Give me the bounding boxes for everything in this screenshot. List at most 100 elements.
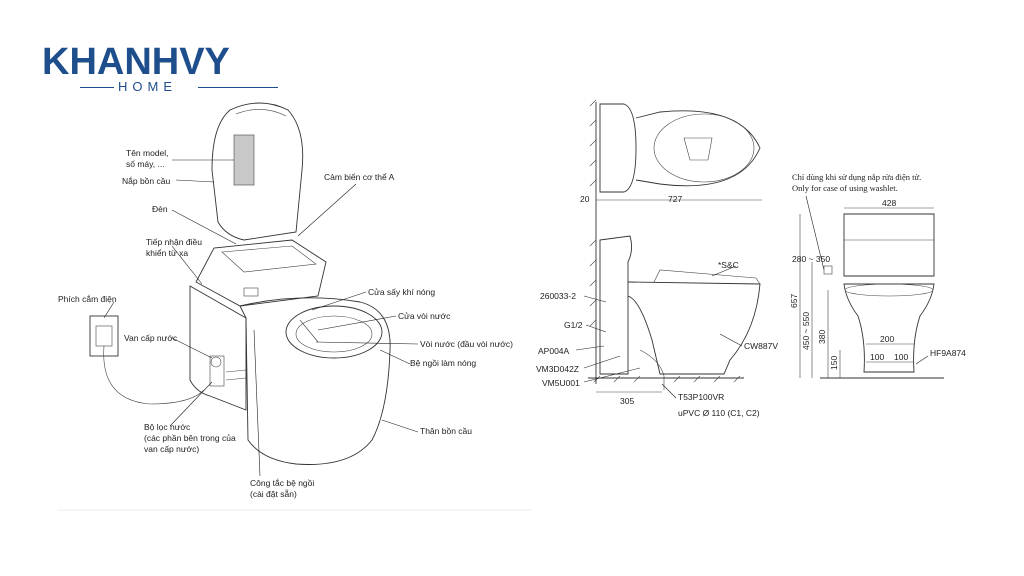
leader-heated-seat bbox=[379, 349, 411, 365]
control-unit-top bbox=[195, 239, 327, 307]
label-filter-3: van cấp nước) bbox=[144, 444, 199, 454]
top-view-seat bbox=[653, 113, 755, 183]
display-window bbox=[243, 287, 259, 297]
leader-t53p100vr bbox=[661, 383, 677, 399]
side-view-seat bbox=[653, 269, 761, 285]
dim-100a: 100 bbox=[870, 352, 884, 362]
front-view: Chỉ dùng khi sử dụng nắp rửa điện tử. On… bbox=[789, 172, 966, 379]
leader-sc bbox=[711, 265, 737, 277]
dim-305: 305 bbox=[620, 396, 634, 406]
front-socket bbox=[823, 265, 833, 275]
water-valve bbox=[209, 355, 225, 387]
seat-opening bbox=[295, 315, 373, 353]
toilet-illustration: Tên model, số máy, ... Nắp bồn cầu Đèn T… bbox=[58, 102, 532, 511]
model-plate bbox=[233, 134, 255, 186]
leader-remote bbox=[171, 245, 203, 285]
label-remote-2: khiển từ xa bbox=[146, 248, 188, 258]
leader-g12 bbox=[585, 324, 607, 333]
note-vi: Chỉ dùng khi sử dụng nắp rửa điện tử. bbox=[792, 172, 921, 182]
front-tank bbox=[843, 213, 935, 277]
label-model-1: Tên model, bbox=[126, 148, 169, 158]
leader-valve bbox=[171, 337, 213, 359]
leader-filter bbox=[169, 381, 213, 427]
control-unit-panel bbox=[221, 245, 317, 273]
label-light: Đèn bbox=[152, 204, 168, 214]
label-vm5u001: VM5U001 bbox=[542, 378, 580, 388]
dim-727: 727 bbox=[668, 194, 682, 204]
top-view-drain bbox=[683, 137, 713, 161]
leader-ap004a bbox=[575, 345, 605, 351]
logo-sub: HOME bbox=[118, 79, 177, 94]
khanhvy-logo: KHANHVY HOME bbox=[40, 40, 280, 96]
label-nozzle-door: Cửa vòi nước bbox=[398, 311, 451, 321]
power-cable bbox=[103, 345, 205, 405]
label-hf9a874: HF9A874 bbox=[930, 348, 966, 358]
logo-brand: KHANHVY bbox=[42, 41, 230, 83]
supply-pipe bbox=[225, 369, 247, 381]
leader-sensor bbox=[297, 183, 357, 237]
lid-shape bbox=[211, 102, 304, 241]
top-view-bowl bbox=[635, 110, 761, 187]
logo-line-left bbox=[80, 87, 114, 88]
leader-lid bbox=[175, 179, 215, 183]
floor-hatch bbox=[593, 375, 741, 383]
leader-dryer bbox=[311, 291, 367, 311]
label-seat-switch-1: Công tắc bệ ngồi bbox=[250, 478, 314, 488]
side-view-bowl bbox=[627, 281, 761, 375]
dim-100b: 100 bbox=[894, 352, 908, 362]
lid-inner-edge bbox=[235, 109, 287, 117]
side-view-tank bbox=[599, 235, 633, 375]
top-view-tank bbox=[599, 103, 637, 193]
label-model-2: số máy, ... bbox=[126, 159, 165, 169]
dim-428: 428 bbox=[882, 198, 896, 208]
leader-cw887v bbox=[719, 333, 743, 347]
label-t53p100vr: T53P100VR bbox=[678, 392, 724, 402]
dim-150: 150 bbox=[829, 356, 839, 370]
leader-hf9a874 bbox=[915, 355, 929, 365]
technical-views: 20 727 305 *S&C 260033-2 G1/2 AP004A VM3… bbox=[536, 99, 778, 418]
label-heated-seat: Bệ ngồi làm nóng bbox=[410, 358, 476, 368]
label-filter-2: (các phần bên trong của bbox=[144, 433, 236, 443]
dim-200: 200 bbox=[880, 334, 894, 344]
label-cw887v: CW887V bbox=[744, 341, 778, 351]
logo-line-right bbox=[198, 87, 278, 88]
leader-note bbox=[805, 195, 825, 271]
leader-body bbox=[381, 419, 419, 433]
front-bowl bbox=[843, 283, 935, 373]
label-vm3d042z: VM3D042Z bbox=[536, 364, 579, 374]
dim-20: 20 bbox=[580, 194, 590, 204]
seat-rim bbox=[285, 305, 383, 359]
leader-vm5u001 bbox=[583, 367, 641, 383]
label-upvc: uPVC Ø 110 (C1, C2) bbox=[678, 408, 760, 418]
label-260033: 260033-2 bbox=[540, 291, 576, 301]
dim-380: 380 bbox=[817, 330, 827, 344]
side-view-drain bbox=[639, 349, 665, 390]
front-seat bbox=[844, 283, 934, 297]
leader-nozzle bbox=[315, 341, 419, 345]
label-g12: G1/2 bbox=[564, 320, 583, 330]
leader-vm3d042z bbox=[583, 355, 621, 369]
valve-knob bbox=[210, 356, 222, 368]
label-sensor: Cảm biến cơ thể A bbox=[324, 172, 395, 182]
dim-450-550: 450 ~ 550 bbox=[801, 312, 811, 350]
label-dryer: Cửa sấy khí nóng bbox=[368, 287, 435, 297]
leader-seat-switch bbox=[253, 329, 261, 477]
leader-nozzle-door bbox=[317, 315, 397, 331]
wall-hatch bbox=[589, 99, 597, 327]
note-en: Only for case of using washlet. bbox=[792, 183, 898, 193]
bowl-body bbox=[239, 297, 391, 465]
label-ap004a: AP004A bbox=[538, 346, 570, 356]
label-filter-1: Bộ lọc nước bbox=[144, 422, 191, 432]
nozzle-arm bbox=[299, 319, 319, 343]
leader-light bbox=[171, 209, 237, 245]
dim-657: 657 bbox=[789, 294, 799, 308]
label-body: Thân bồn cầu bbox=[420, 426, 472, 436]
label-remote-1: Tiếp nhận điều bbox=[146, 237, 202, 247]
label-nozzle: Vòi nước (đầu vòi nước) bbox=[420, 339, 513, 349]
label-seat-switch-2: (cài đặt sẵn) bbox=[250, 489, 297, 499]
label-valve: Van cấp nước bbox=[124, 333, 178, 343]
label-plug: Phích cắm điện bbox=[58, 294, 117, 304]
leader-plug bbox=[103, 301, 115, 319]
rear-body bbox=[189, 285, 247, 411]
